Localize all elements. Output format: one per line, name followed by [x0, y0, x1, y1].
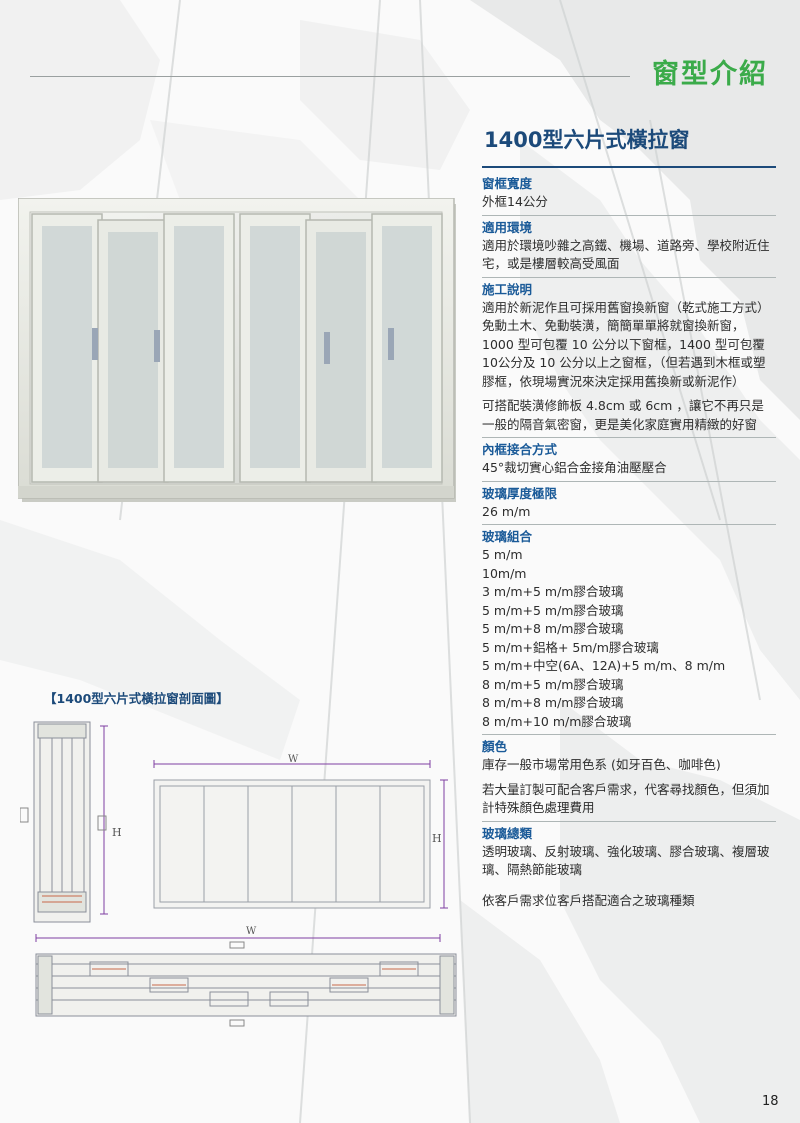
glass-combo-item: 5 m/m+鋁格+ 5m/m膠合玻璃	[482, 639, 659, 655]
spec-text: 適用於環境吵雜之高鐵、機場、道路旁、學校附近住宅，或是樓層較高受風面	[482, 237, 770, 272]
front-elevation	[153, 779, 431, 909]
spec-glass-combo: 玻璃組合 5 m/m 10m/m 3 m/m+5 m/m膠合玻璃 5 m/m+5…	[482, 525, 776, 735]
frame-tag-top	[229, 941, 245, 949]
page-number: 18	[762, 1094, 779, 1109]
spec-label: 玻璃總類	[482, 825, 533, 841]
dimension-h-right: H	[432, 832, 442, 845]
glass-combo-item: 10m/m	[482, 565, 527, 581]
glass-combo-item: 5 m/m+8 m/m膠合玻璃	[482, 621, 624, 636]
spec-text: 透明玻璃、反射玻璃、強化玻璃、膠合玻璃、複層玻璃、隔熱節能玻璃	[482, 843, 770, 878]
frame-tag-mid	[97, 815, 107, 831]
frame-tag-bottom	[229, 1019, 245, 1027]
spec-value: 26 m/m	[482, 503, 531, 519]
spec-glass-types: 玻璃總類 透明玻璃、反射玻璃、強化玻璃、膠合玻璃、複層玻璃、隔熱節能玻璃 依客戶…	[482, 822, 776, 914]
spec-label: 施工說明	[482, 281, 533, 297]
dimension-h-left: H	[112, 826, 122, 839]
spec-frame-width: 窗框寬度 外框14公分	[482, 172, 776, 216]
title-rule	[482, 166, 776, 168]
spec-label: 玻璃組合	[482, 529, 533, 544]
spec-text: 可搭配裝潢修飾板 4.8cm 或 6cm ，讓它不再只是一般的隔音氣密窗，更是美…	[482, 398, 764, 432]
glass-combo-item: 5 m/m	[482, 547, 523, 562]
spec-label: 內框接合方式	[482, 442, 558, 457]
spec-glass-limit: 玻璃厚度極限 26 m/m	[482, 482, 776, 525]
spec-label: 窗框寬度	[482, 176, 533, 191]
glass-combo-item: 5 m/m+5 m/m膠合玻璃	[482, 602, 624, 618]
spec-text: 庫存一般市場常用色系 (如牙百色、咖啡色)	[482, 757, 721, 772]
spec-label: 玻璃厚度極限	[482, 485, 558, 501]
section-title: 窗型介紹	[652, 59, 768, 90]
glass-combo-item: 8 m/m+5 m/m膠合玻璃	[482, 676, 624, 692]
spec-value: 45°裁切實心鋁合金接角油壓壓合	[482, 460, 667, 475]
glass-combo-item: 8 m/m+8 m/m膠合玻璃	[482, 695, 624, 710]
spec-label: 適用環境	[482, 219, 533, 235]
spec-value: 外框14公分	[482, 194, 548, 209]
spec-text: 依客戶需求位客戶搭配適合之玻璃種類	[482, 892, 695, 908]
section-drawing: H W H W	[20, 721, 457, 1027]
product-title: 1400型六片式橫拉窗	[484, 128, 690, 152]
spec-text: 適用於新泥作且可採用舊窗換新窗（乾式施工方式）免動土木、免動裝潢，簡簡單單將就窗…	[482, 299, 770, 389]
header-rule	[30, 76, 630, 77]
glass-combo-item: 8 m/m+10 m/m膠合玻璃	[482, 713, 632, 729]
dimension-w-top: W	[288, 754, 299, 765]
spec-text: 若大量訂製可配合客戶需求，代客尋找顏色，但須加計特殊顏色處理費用	[482, 781, 770, 816]
spec-list: 窗框寬度 外框14公分 適用環境 適用於環境吵雜之高鐵、機場、道路旁、學校附近住…	[482, 172, 776, 913]
spec-color: 顏色 庫存一般市場常用色系 (如牙百色、咖啡色) 若大量訂製可配合客戶需求，代客…	[482, 735, 776, 822]
drawing-caption: 【1400型六片式橫拉窗剖面圖】	[44, 691, 229, 706]
horizontal-section	[35, 953, 457, 1017]
frame-tag-left	[20, 807, 29, 823]
window-photo	[18, 198, 456, 502]
dimension-w-bottom: W	[246, 926, 257, 937]
glass-combo-item: 5 m/m+中空(6A、12A)+5 m/m、8 m/m	[482, 658, 726, 673]
spec-installation: 施工說明 適用於新泥作且可採用舊窗換新窗（乾式施工方式）免動土木、免動裝潢，簡簡…	[482, 278, 776, 438]
spec-inner-frame: 內框接合方式 45°裁切實心鋁合金接角油壓壓合	[482, 438, 776, 482]
spec-label: 顏色	[482, 739, 508, 754]
vertical-section	[33, 721, 91, 923]
glass-combo-item: 3 m/m+5 m/m膠合玻璃	[482, 584, 624, 599]
spec-environment: 適用環境 適用於環境吵雜之高鐵、機場、道路旁、學校附近住宅，或是樓層較高受風面	[482, 216, 776, 278]
